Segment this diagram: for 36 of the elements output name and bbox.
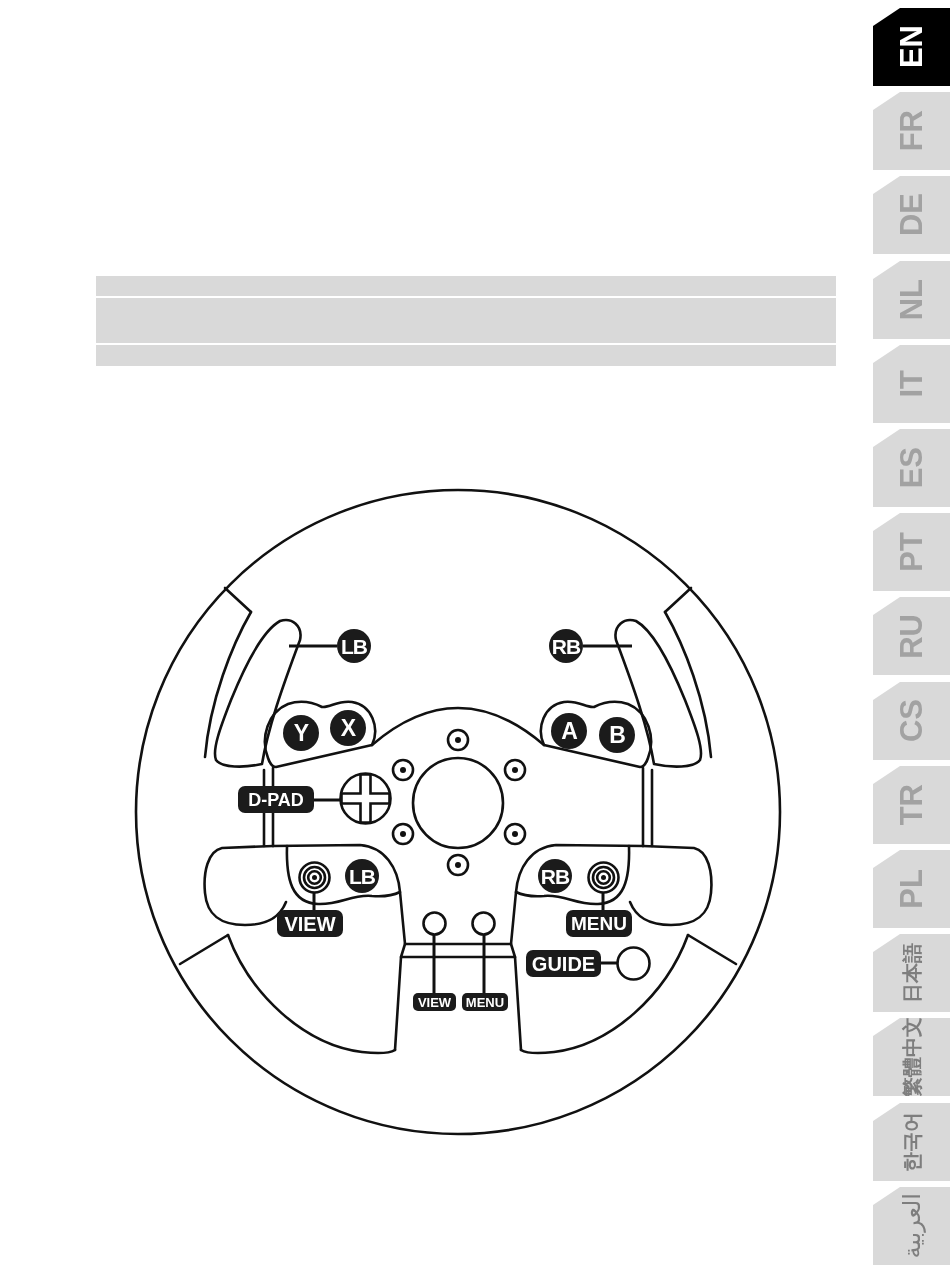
language-tab: العربية [873,1187,950,1265]
shaded-bar [96,276,836,296]
leader-line [289,644,337,648]
label-tag: VIEW [413,993,456,1011]
label-tag: D-PAD [238,786,314,813]
label-tag: VIEW [277,910,343,937]
round-button-icon [421,910,447,936]
label-tag: MENU [566,910,632,937]
button-badge: RB [549,629,583,663]
language-tab: EN [873,8,950,86]
round-button-icon [470,910,496,936]
shaded-bar [96,345,836,366]
round-button-icon [615,945,651,981]
button-badge: RB [538,859,572,893]
leader-line [432,934,436,993]
leader-line [601,961,617,965]
leader-line [482,934,486,993]
label-tag: GUIDE [526,950,601,977]
button-badge: LB [345,859,379,893]
button-badge: LB [337,629,371,663]
dial-icon [586,860,620,894]
d-pad-icon [338,771,392,825]
face-button: X [330,710,366,746]
leader-line [312,892,316,910]
face-button: Y [283,715,319,751]
leader-line [314,798,341,802]
face-button: A [551,713,587,749]
label-tag: MENU [462,993,508,1011]
shaded-bar [96,298,836,343]
face-button: B [599,717,635,753]
leader-line [601,892,605,910]
language-tab: 日本語 [873,934,950,1012]
leader-line [583,644,632,648]
dial-icon [297,860,331,894]
language-tab: 한국어 [873,1103,950,1181]
language-tab: 繁體中文 [873,1018,950,1096]
